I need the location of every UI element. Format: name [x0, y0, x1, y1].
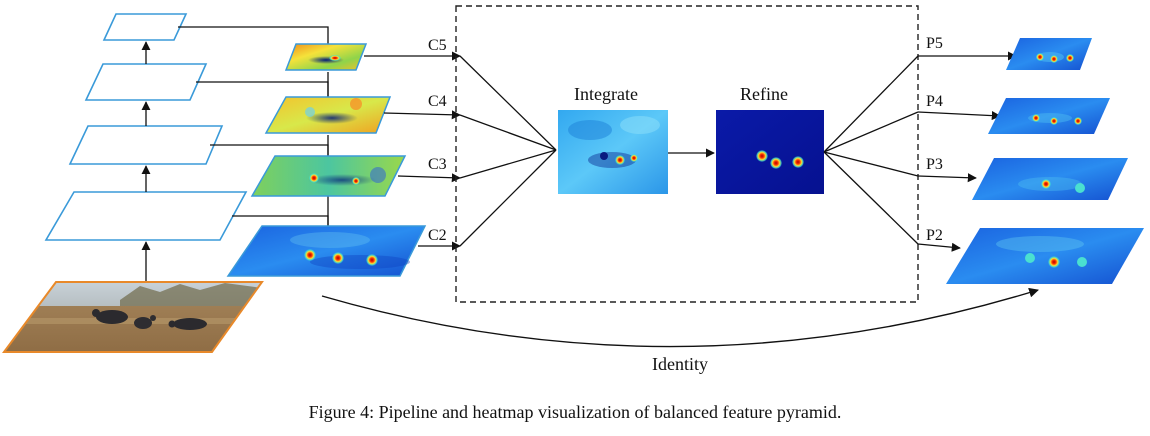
- figure-caption: Figure 4: Pipeline and heatmap visualiza…: [308, 402, 842, 422]
- label-p4: P4: [926, 93, 943, 110]
- heatmap-c2: [226, 225, 427, 277]
- label-p2: P2: [926, 227, 943, 244]
- refine-heatmap: [716, 110, 824, 194]
- input-photo: [2, 281, 264, 353]
- bird-2: [134, 317, 152, 329]
- label-p5: P5: [926, 35, 943, 52]
- label-c4: C4: [428, 93, 447, 110]
- heatmap-c4: [264, 96, 392, 134]
- label-c3: C3: [428, 156, 447, 173]
- backbone-pyramid: [44, 13, 248, 241]
- bird-1: [96, 310, 128, 324]
- label-c5: C5: [428, 37, 447, 54]
- heatmap-p2: [946, 228, 1144, 284]
- bird-3: [173, 318, 207, 330]
- label-c2: C2: [428, 227, 447, 244]
- backbone-level-5: [102, 13, 188, 41]
- backbone-level-4: [84, 63, 208, 101]
- label-refine: Refine: [740, 84, 788, 104]
- integrate-heatmap: [558, 110, 668, 194]
- label-identity: Identity: [652, 354, 708, 374]
- heatmap-c5: [284, 43, 368, 71]
- refine-diverging-lines: [823, 55, 919, 245]
- integrate-converging-lines: [459, 55, 557, 247]
- label-integrate: Integrate: [574, 84, 638, 104]
- identity-arrow: [321, 287, 1039, 348]
- backbone-level-3: [68, 125, 224, 165]
- heatmap-p5: [1006, 38, 1092, 70]
- label-p3: P3: [926, 156, 943, 173]
- heatmap-p3: [972, 158, 1128, 200]
- p-output-arrows: [917, 51, 1017, 252]
- balanced-module-box: [455, 5, 919, 303]
- backbone-level-2: [44, 191, 248, 241]
- heatmap-p4: [988, 98, 1110, 134]
- heatmap-c3: [250, 155, 407, 197]
- c-to-box-arrows: [364, 51, 461, 251]
